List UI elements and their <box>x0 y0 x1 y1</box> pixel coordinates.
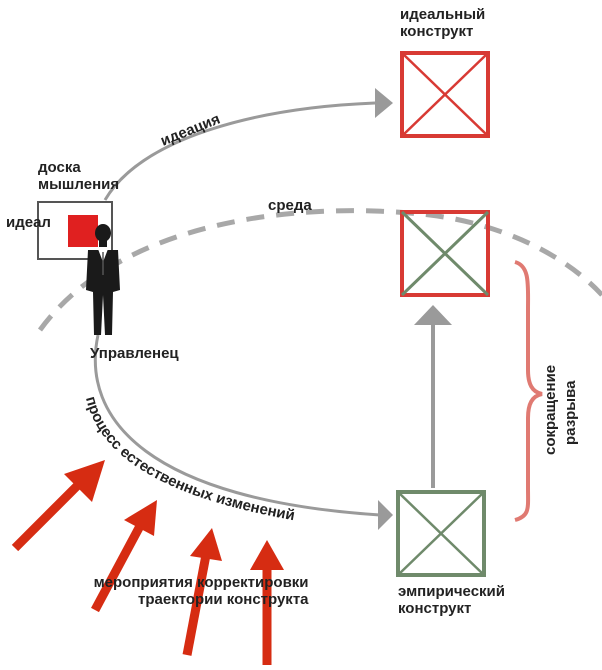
thinking-board-label-line-1: доска <box>38 159 81 176</box>
ideal-construct-label-line-2: конструкт <box>400 23 474 40</box>
correction-measures-label: мероприятия корректировки траектории кон… <box>80 574 309 608</box>
natural-change-arrowhead <box>378 500 393 530</box>
ideation-label: идеация <box>158 110 222 149</box>
gap-reduction-line-2: разрыва <box>562 380 579 445</box>
natural-change-label: процесс естественных изменений <box>82 395 296 525</box>
correction-measures-line-1: мероприятия корректировки <box>93 574 309 591</box>
natural-change-label-text: процесс естественных изменений <box>82 395 296 525</box>
thinking-board-label: доска мышления <box>38 159 119 193</box>
ideal-construct-label-line-1: идеальный <box>400 6 486 23</box>
correction-measures-line-2: траектории конструкта <box>138 591 309 608</box>
vertical-arrowhead <box>414 305 452 325</box>
correction-arrow-1 <box>11 460 105 552</box>
empirical-construct-label-line-1: эмпирический <box>398 583 505 600</box>
correction-arrow-4 <box>250 540 284 665</box>
correction-arrows <box>11 460 284 665</box>
correction-arrow-3 <box>182 528 222 656</box>
ideal-construct-label: идеальный конструкт <box>400 6 485 40</box>
environment-dashed-curve <box>37 208 602 332</box>
ideation-arrowhead <box>375 88 393 118</box>
empirical-construct-label-line-2: конструкт <box>398 600 472 617</box>
empirical-construct-box <box>396 490 486 577</box>
empirical-construct-label: эмпирический конструкт <box>398 583 505 617</box>
environment-label: среда <box>268 197 312 214</box>
gap-brace <box>514 260 543 522</box>
thinking-board-label-line-2: мышления <box>38 176 120 193</box>
ideation-arc <box>103 101 376 201</box>
environment-construct-box <box>400 210 490 297</box>
gap-reduction-label: сокращение разрыва <box>542 361 579 455</box>
ideal-label: идеал <box>6 214 51 231</box>
businessman-silhouette-icon <box>86 224 120 335</box>
gap-reduction-line-1: сокращение <box>542 365 559 455</box>
ideal-construct-box <box>400 51 490 138</box>
ideal-square <box>68 215 98 247</box>
manager-label: Управленец <box>90 345 179 362</box>
correction-arrow-2 <box>91 500 157 613</box>
natural-change-arc <box>93 334 381 517</box>
